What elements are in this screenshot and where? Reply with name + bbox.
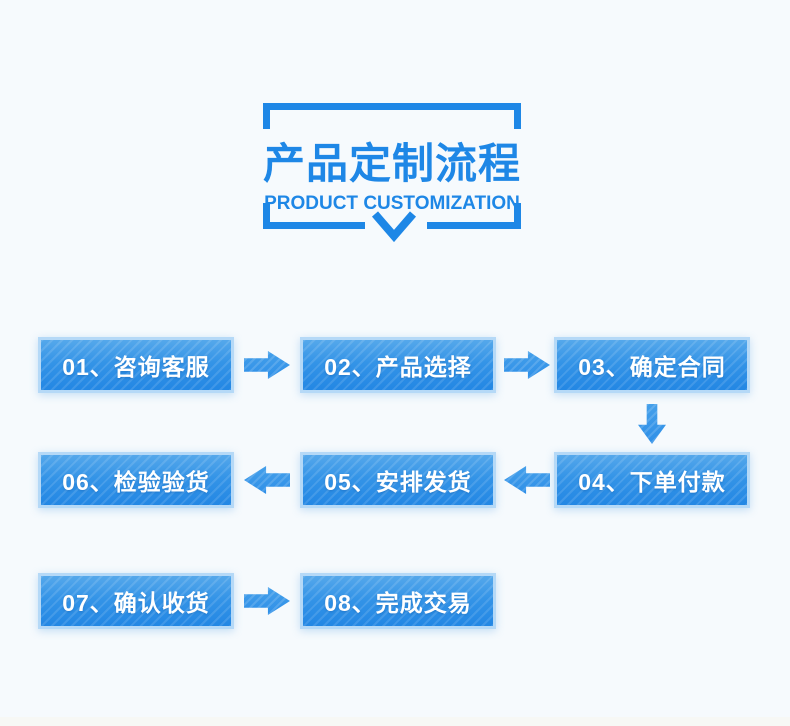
chevron-down-icon — [371, 211, 417, 243]
step-label-05: 05、安排发货 — [324, 469, 472, 495]
step-label-06: 06、检验验货 — [62, 469, 210, 495]
title-frame-bottom-left-bracket — [263, 203, 365, 229]
arrow-right-icon — [244, 351, 290, 379]
arrow-down-icon — [638, 404, 666, 444]
title-frame-top-bracket — [263, 103, 521, 129]
section-subtitle: PRODUCT CUSTOMIZATION — [264, 193, 520, 214]
step-label-01: 01、咨询客服 — [62, 354, 210, 380]
step-box-01: 01、咨询客服 — [38, 337, 234, 393]
arrow-right-icon — [244, 587, 290, 615]
step-label-07: 07、确认收货 — [62, 590, 210, 616]
step-box-07: 07、确认收货 — [38, 573, 234, 629]
section-bottom-divider — [0, 717, 790, 726]
step-box-03: 03、确定合同 — [554, 337, 750, 393]
step-box-02: 02、产品选择 — [300, 337, 496, 393]
arrow-left-icon — [244, 466, 290, 494]
section-title: 产品定制流程 — [263, 140, 522, 187]
step-box-04: 04、下单付款 — [554, 452, 750, 508]
step-label-02: 02、产品选择 — [324, 354, 472, 380]
step-label-08: 08、完成交易 — [324, 590, 472, 616]
step-label-03: 03、确定合同 — [578, 354, 726, 380]
arrow-right-icon — [504, 351, 550, 379]
step-box-08: 08、完成交易 — [300, 573, 496, 629]
step-box-06: 06、检验验货 — [38, 452, 234, 508]
title-frame-bottom-right-bracket — [427, 203, 521, 229]
step-box-05: 05、安排发货 — [300, 452, 496, 508]
step-label-04: 04、下单付款 — [578, 469, 726, 495]
arrow-left-icon — [504, 466, 550, 494]
